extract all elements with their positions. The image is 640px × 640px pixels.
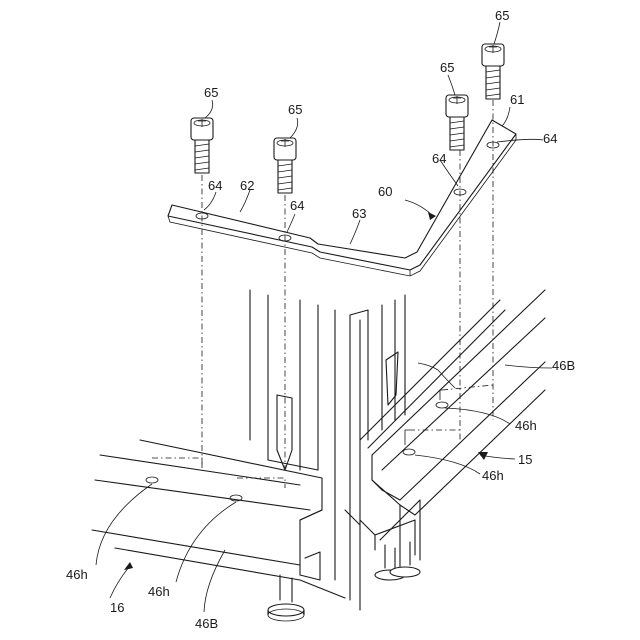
label-46h-right-b: 46h <box>482 468 504 483</box>
label-64-d: 64 <box>290 198 304 213</box>
label-46h-right-a: 46h <box>515 418 537 433</box>
bolt-3 <box>446 95 468 150</box>
label-15: 15 <box>518 452 532 467</box>
foot-left <box>268 575 304 621</box>
label-63: 63 <box>352 206 366 221</box>
bolt-1 <box>191 118 213 173</box>
label-46h-left-a: 46h <box>66 567 88 582</box>
label-65-c: 65 <box>440 60 454 75</box>
arrowheads <box>124 200 488 570</box>
rail-left <box>92 440 345 598</box>
label-65-a: 65 <box>204 85 218 100</box>
corner-post <box>250 290 405 610</box>
label-60: 60 <box>378 184 392 199</box>
label-16: 16 <box>110 600 124 615</box>
label-64-c: 64 <box>208 178 222 193</box>
reference-labels: 65 65 65 65 61 64 64 64 62 64 63 60 46B … <box>66 8 575 631</box>
label-65-d: 65 <box>495 8 509 23</box>
label-62: 62 <box>240 178 254 193</box>
label-65-b: 65 <box>288 102 302 117</box>
label-61: 61 <box>510 92 524 107</box>
label-46h-left-b: 46h <box>148 584 170 599</box>
label-46B-left: 46B <box>195 616 218 631</box>
label-64-a: 64 <box>543 131 557 146</box>
label-46B-right: 46B <box>552 358 575 373</box>
bolt-4 <box>482 44 504 99</box>
bolt-2 <box>274 138 296 193</box>
label-64-b: 64 <box>432 151 446 166</box>
